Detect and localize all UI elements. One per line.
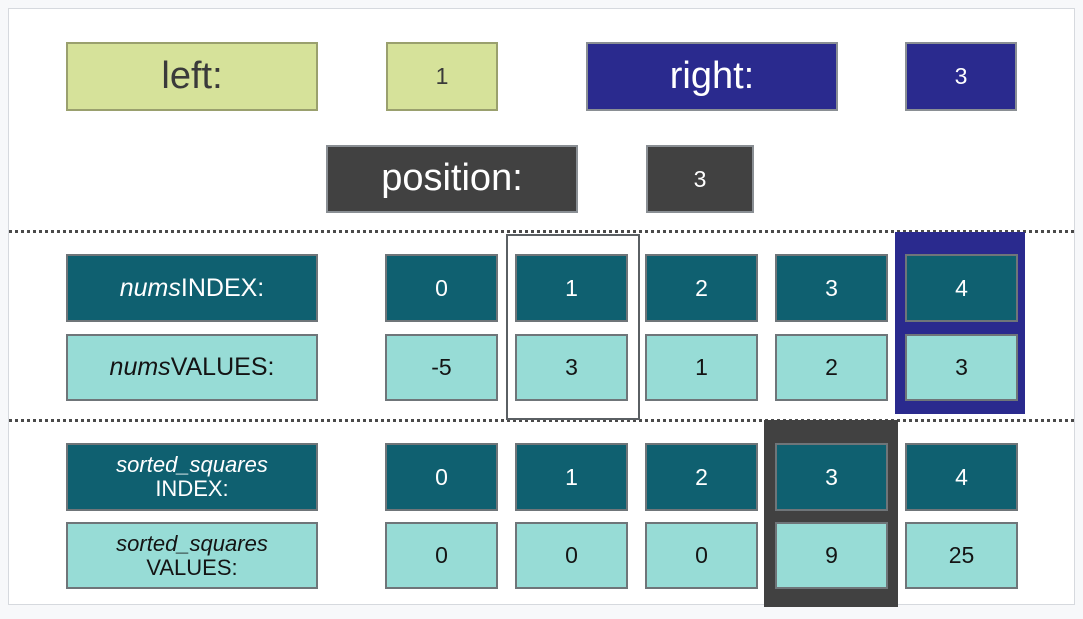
nums-index-cell-1: 1 bbox=[515, 254, 628, 322]
nums-index-label-var: nums bbox=[119, 273, 181, 302]
nums-index-label-rest: INDEX: bbox=[180, 273, 265, 302]
nums-values-label: nums VALUES: bbox=[66, 334, 318, 401]
sorted-squares-index-cell-3: 3 bbox=[775, 443, 888, 511]
left-value: 1 bbox=[386, 42, 498, 111]
nums-value-cell-2: 1 bbox=[645, 334, 758, 401]
nums-value-cell-0: -5 bbox=[385, 334, 498, 401]
sorted-squares-values-label-rest: VALUES: bbox=[146, 554, 238, 580]
sorted-squares-value-cell-0: 0 bbox=[385, 522, 498, 589]
divider-bottom bbox=[9, 419, 1074, 422]
divider-top bbox=[9, 230, 1074, 233]
sorted-squares-value-cell-1: 0 bbox=[515, 522, 628, 589]
sorted-squares-index-cell-0: 0 bbox=[385, 443, 498, 511]
sorted-squares-index-cell-1: 1 bbox=[515, 443, 628, 511]
nums-values-label-var: nums bbox=[109, 353, 171, 381]
nums-highlight-left-pointer bbox=[506, 234, 640, 420]
nums-index-cell-3: 3 bbox=[775, 254, 888, 322]
sorted-squares-value-cell-4: 25 bbox=[905, 522, 1018, 589]
right-label: right: bbox=[586, 42, 838, 111]
sorted-squares-index-label-rest: INDEX: bbox=[155, 476, 229, 501]
nums-value-cell-4: 3 bbox=[905, 334, 1018, 401]
sorted-squares-values-label-var: sorted_squares bbox=[116, 530, 268, 556]
nums-index-cell-4: 4 bbox=[905, 254, 1018, 322]
sorted-squares-index-cell-2: 2 bbox=[645, 443, 758, 511]
right-value: 3 bbox=[905, 42, 1017, 111]
nums-value-cell-1: 3 bbox=[515, 334, 628, 401]
position-label: position: bbox=[326, 145, 578, 213]
left-label: left: bbox=[66, 42, 318, 111]
sorted-squares-value-cell-3: 9 bbox=[775, 522, 888, 589]
nums-values-label-rest: VALUES: bbox=[170, 353, 275, 381]
nums-value-cell-3: 2 bbox=[775, 334, 888, 401]
position-value: 3 bbox=[646, 145, 754, 213]
nums-index-cell-2: 2 bbox=[645, 254, 758, 322]
sorted-squares-index-cell-4: 4 bbox=[905, 443, 1018, 511]
sorted-squares-index-label-var: sorted_squares bbox=[116, 452, 268, 478]
sorted-squares-value-cell-2: 0 bbox=[645, 522, 758, 589]
nums-index-cell-0: 0 bbox=[385, 254, 498, 322]
nums-index-label: nums INDEX: bbox=[66, 254, 318, 322]
